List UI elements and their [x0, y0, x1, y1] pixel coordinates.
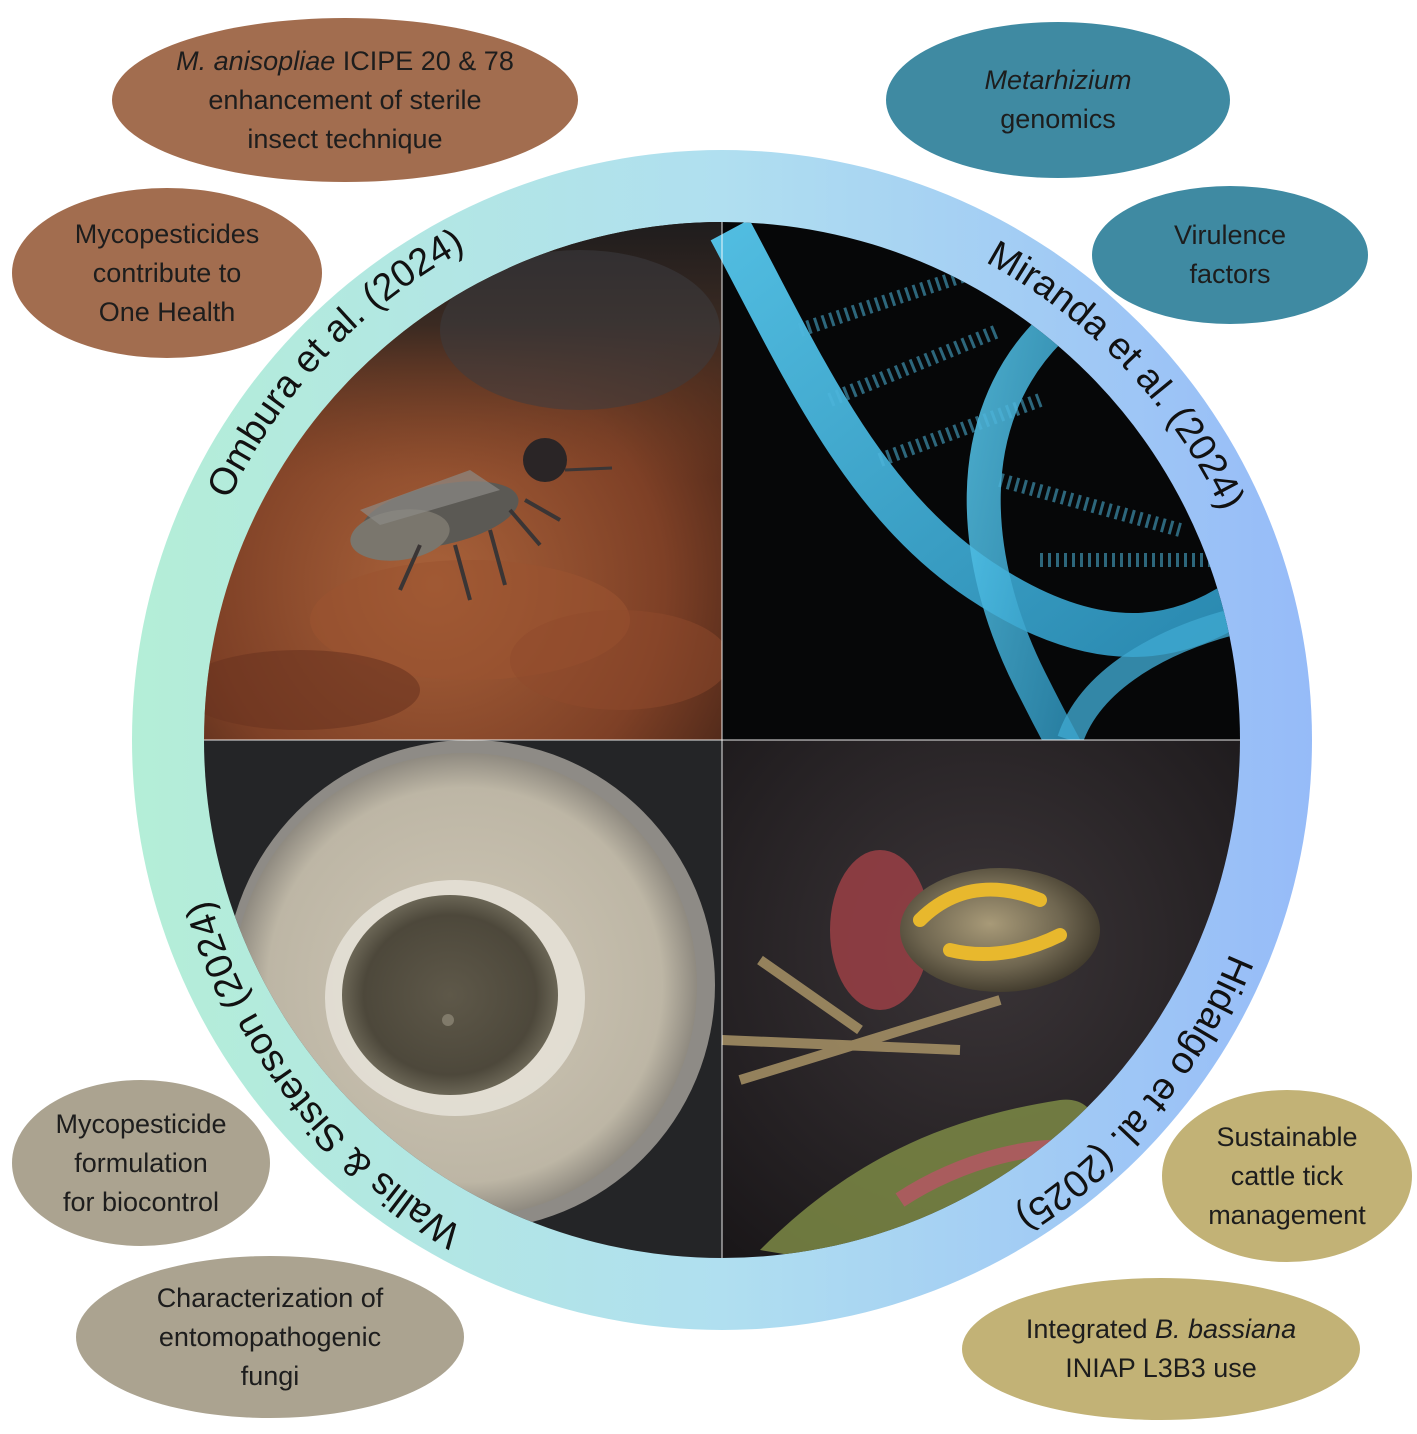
photo-petri-dish [204, 740, 722, 1258]
bubble-mycopesticide-formulation: Mycopesticide formulation for biocontrol [12, 1080, 270, 1246]
bubble-sterile-insect-technique: M. anisopliae ICIPE 20 & 78 enhancement … [112, 18, 578, 182]
bubble-virulence-factors: Virulence factors [1092, 186, 1368, 324]
bubble-cattle-tick-management: Sustainable cattle tick management [1162, 1090, 1412, 1262]
bubble-characterization-fungi: Characterization of entomopathogenic fun… [76, 1256, 464, 1418]
bubble-bassiana-use: Integrated B. bassiana INIAP L3B3 use [962, 1278, 1360, 1420]
bubble-metarhizium-genomics: Metarhizium genomics [886, 22, 1230, 178]
bubble-one-health: Mycopesticides contribute to One Health [12, 188, 322, 358]
